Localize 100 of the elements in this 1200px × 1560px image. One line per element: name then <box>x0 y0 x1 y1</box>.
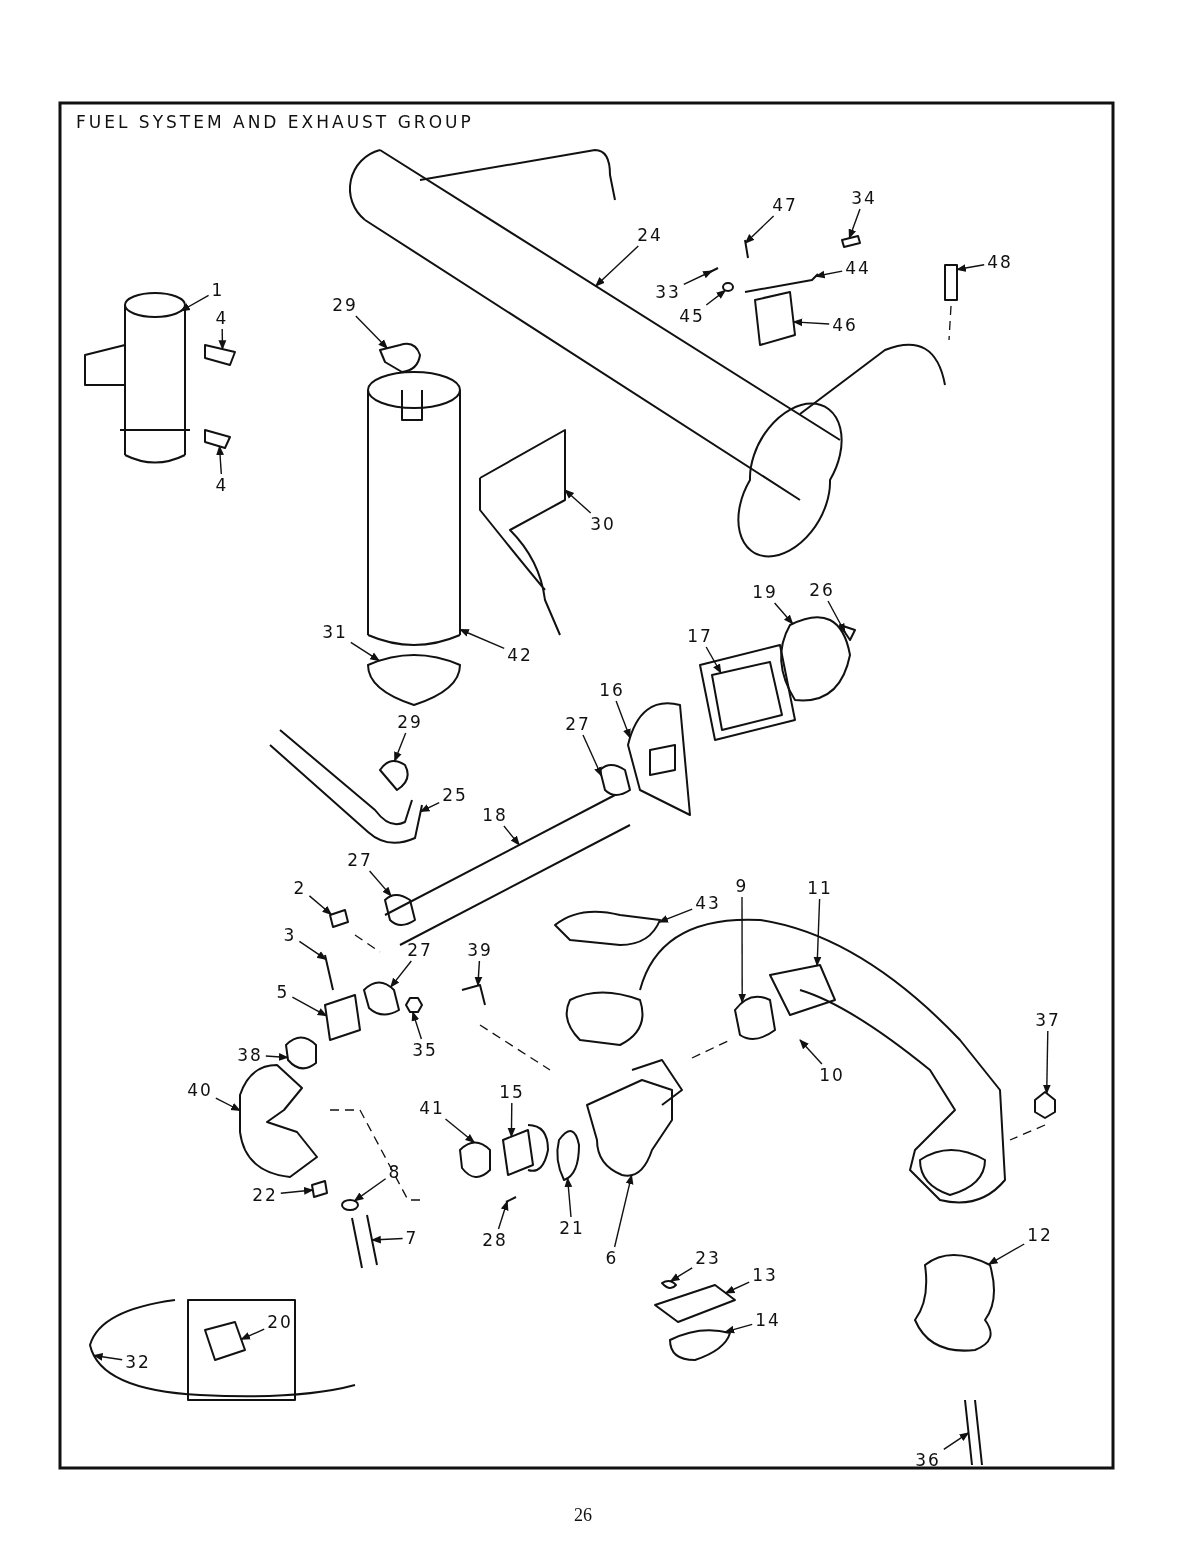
callout-number: 40 <box>186 1081 214 1099</box>
callout-number: 9 <box>734 877 750 895</box>
callout-number: 13 <box>751 1266 779 1284</box>
leader-line <box>792 318 830 327</box>
leader-line <box>582 734 603 777</box>
leader-line <box>355 315 388 349</box>
leader-line <box>1042 1030 1051 1095</box>
leader-line <box>507 1102 516 1138</box>
leader-line <box>215 1097 241 1112</box>
leader-line <box>291 996 328 1017</box>
diagram-title: FUEL SYSTEM AND EXHAUST GROUP <box>76 112 474 132</box>
leader-line <box>705 289 727 306</box>
callout-number: 44 <box>844 259 872 277</box>
callout-number: 21 <box>558 1219 586 1237</box>
callout-number: 18 <box>481 806 509 824</box>
leader-line <box>459 628 505 649</box>
callout-number: 14 <box>754 1311 782 1329</box>
callout-number: 36 <box>914 1451 942 1469</box>
leader-line <box>738 896 747 1004</box>
leader-line <box>813 898 822 967</box>
leader-line <box>773 602 794 625</box>
leader-line <box>814 270 843 279</box>
callout-number: 29 <box>396 713 424 731</box>
leader-line <box>564 1177 573 1218</box>
leader-line <box>705 646 722 674</box>
callout-number: 6 <box>604 1249 620 1267</box>
callout-number: 41 <box>418 1099 446 1117</box>
leader-line <box>613 1174 634 1248</box>
callout-number: 35 <box>411 1041 439 1059</box>
leader-line <box>393 732 407 762</box>
leader-line <box>615 700 631 739</box>
leader-line <box>308 895 333 916</box>
leader-line <box>353 1178 387 1202</box>
callout-number: 28 <box>481 1231 509 1249</box>
leader-line <box>371 1235 404 1244</box>
leader-line <box>799 1039 823 1065</box>
leader-line <box>368 870 392 897</box>
callout-number: 1 <box>210 281 226 299</box>
callout-number: 39 <box>466 941 494 959</box>
callout-number: 48 <box>986 253 1014 271</box>
leader-line <box>987 1243 1025 1265</box>
leader-line <box>497 1200 509 1230</box>
leader-line <box>298 940 327 961</box>
leader-line <box>848 208 861 240</box>
leader-line <box>956 264 985 272</box>
leader-line <box>683 270 713 286</box>
callout-number: 37 <box>1034 1011 1062 1029</box>
callout-number: 27 <box>406 941 434 959</box>
leader-line <box>444 1118 476 1144</box>
leader-line <box>724 1281 750 1294</box>
callout-number: 33 <box>654 283 682 301</box>
leader-line <box>943 1432 970 1451</box>
leader-line <box>350 641 380 662</box>
callout-number: 38 <box>236 1046 264 1064</box>
callout-number: 31 <box>321 623 349 641</box>
callout-number: 26 <box>808 581 836 599</box>
callout-number: 4 <box>214 476 230 494</box>
callout-number: 43 <box>694 894 722 912</box>
callout-number: 8 <box>387 1163 403 1181</box>
callout-number: 2 <box>292 879 308 897</box>
callout-number: 32 <box>124 1353 152 1371</box>
leader-line <box>280 1187 314 1195</box>
leader-line <box>265 1053 289 1061</box>
callout-number: 27 <box>564 715 592 733</box>
page-number: 26 <box>574 1505 592 1526</box>
callout-number: 4 <box>214 309 230 327</box>
leader-line <box>390 960 412 988</box>
leader-line <box>218 328 227 351</box>
callout-number: 5 <box>275 983 291 1001</box>
callout-number: 11 <box>806 879 834 897</box>
leader-line <box>595 245 639 287</box>
leader-line <box>503 825 520 846</box>
callout-number: 23 <box>694 1249 722 1267</box>
callout-number: 47 <box>771 196 799 214</box>
leader-line <box>474 960 483 987</box>
callout-number: 19 <box>751 583 779 601</box>
callout-number: 20 <box>266 1313 294 1331</box>
callout-number: 46 <box>831 316 859 334</box>
leader-line <box>744 215 775 244</box>
callout-number: 29 <box>331 296 359 314</box>
callout-number: 15 <box>498 1083 526 1101</box>
callout-number: 12 <box>1026 1226 1054 1244</box>
callout-number: 22 <box>251 1186 279 1204</box>
callout-number: 45 <box>678 307 706 325</box>
leader-line <box>658 908 693 923</box>
callout-number: 16 <box>598 681 626 699</box>
callout-number: 42 <box>506 646 534 664</box>
leader-line <box>564 489 592 514</box>
callout-number: 27 <box>346 851 374 869</box>
callout-number: 25 <box>441 786 469 804</box>
leader-line <box>827 600 846 634</box>
leader-line <box>240 1328 265 1341</box>
leader-line <box>180 294 210 312</box>
callout-number: 7 <box>404 1229 420 1247</box>
callout-number: 34 <box>850 189 878 207</box>
callout-number: 30 <box>589 515 617 533</box>
leader-line <box>669 1267 693 1282</box>
callout-number: 10 <box>818 1066 846 1084</box>
leader-line <box>216 445 224 475</box>
callout-number: 3 <box>282 926 298 944</box>
